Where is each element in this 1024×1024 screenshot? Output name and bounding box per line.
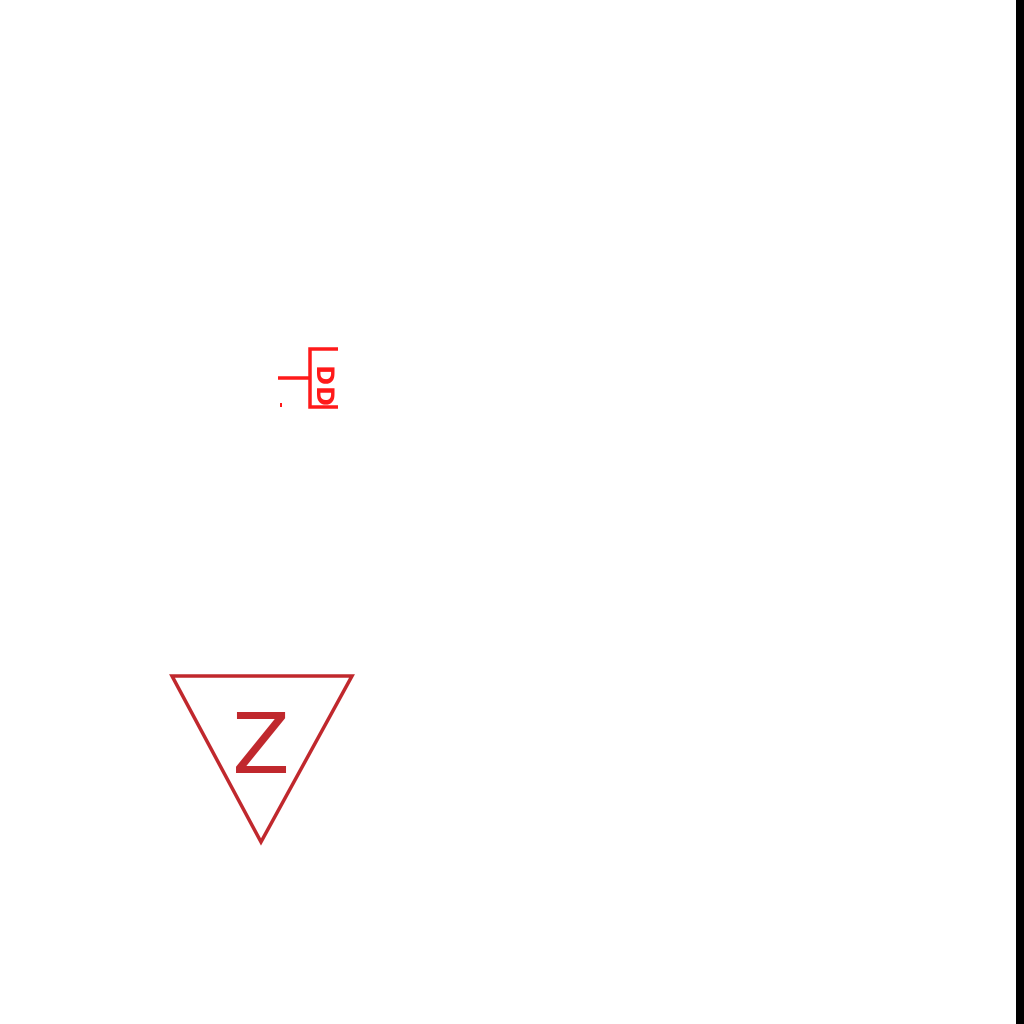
rotated-symbol-label: DD xyxy=(311,365,339,407)
bracket-shape xyxy=(308,347,338,409)
triangle-sign xyxy=(169,674,355,846)
bracket-symbol xyxy=(278,347,338,409)
triangle-letter: Z xyxy=(232,695,290,793)
triangle-outline xyxy=(169,674,355,846)
bracket-dot xyxy=(280,403,282,407)
right-edge-bar xyxy=(1016,0,1024,1024)
